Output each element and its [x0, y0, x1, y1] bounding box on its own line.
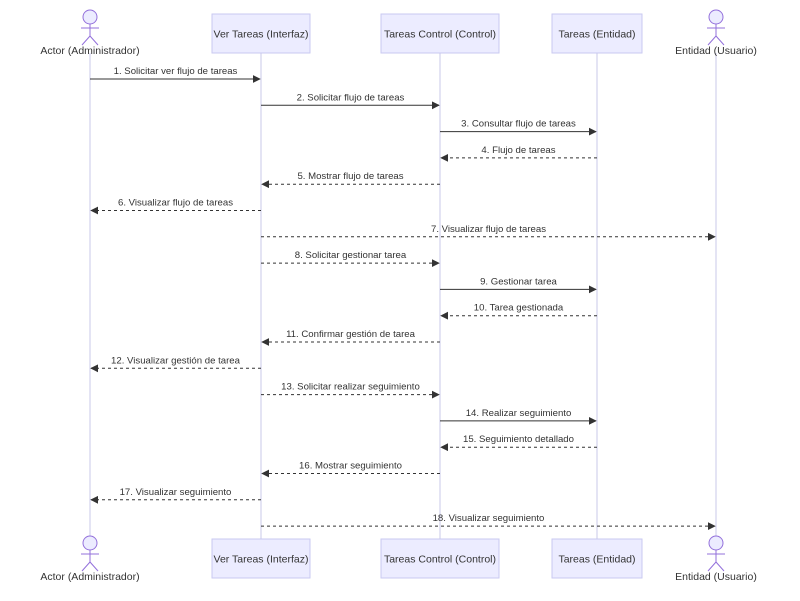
message-label: 3. Consultar flujo de tareas — [461, 119, 576, 130]
participant-ctrl-bottom: Tareas Control (Control) — [380, 538, 500, 579]
message-12: 12. Visualizar gestión de tarea — [90, 355, 261, 373]
actor-user-bottom: Entidad (Usuario) — [675, 535, 757, 583]
participant-box — [380, 538, 500, 579]
participant-box — [380, 13, 500, 54]
message-label: 17. Visualizar seguimiento — [120, 487, 232, 498]
lifelines — [89, 53, 717, 539]
actor-leg-icon — [715, 561, 725, 572]
message-18: 18. Visualizar seguimiento — [261, 513, 716, 531]
participant-box — [211, 13, 311, 54]
message-10: 10. Tarea gestionada — [440, 303, 597, 320]
participant-ui-bottom: Ver Tareas (Interfaz) — [211, 538, 311, 579]
message-5: 5. Mostrar flujo de tareas — [261, 171, 440, 189]
message-7: 7. Visualizar flujo de tareas — [261, 224, 716, 241]
message-6: 6. Visualizar flujo de tareas — [90, 198, 261, 215]
actor-leg-icon — [707, 561, 717, 572]
participant-box — [211, 538, 311, 579]
actor-leg-icon — [81, 35, 91, 46]
actor-leg-icon — [89, 35, 99, 46]
participant-label: Tareas (Entidad) — [558, 29, 635, 41]
message-13: 13. Solicitar realizar seguimiento — [261, 382, 440, 399]
participant-ui-top: Ver Tareas (Interfaz) — [211, 13, 311, 54]
participant-box — [551, 13, 643, 54]
message-label: 14. Realizar seguimiento — [466, 408, 572, 419]
participant-label: Entidad (Usuario) — [675, 571, 757, 583]
participant-label: Entidad (Usuario) — [675, 45, 757, 57]
participant-ent-top: Tareas (Entidad) — [551, 13, 643, 54]
messages: 1. Solicitar ver flujo de tareas 2. Solic… — [90, 66, 716, 531]
actor-leg-icon — [81, 561, 91, 572]
message-8: 8. Solicitar gestionar tarea — [261, 250, 440, 268]
message-label: 4. Flujo de tareas — [481, 145, 555, 156]
message-label: 15. Seguimiento detallado — [463, 434, 574, 445]
participant-label: Actor (Administrador) — [40, 571, 139, 583]
actor-leg-icon — [715, 35, 725, 46]
message-label: 13. Solicitar realizar seguimiento — [281, 382, 420, 393]
actor-user-top: Entidad (Usuario) — [675, 9, 757, 57]
actor-leg-icon — [89, 561, 99, 572]
actor-leg-icon — [707, 35, 717, 46]
message-label: 11. Confirmar gestión de tarea — [286, 329, 416, 340]
message-label: 7. Visualizar flujo de tareas — [431, 224, 546, 235]
message-4: 4. Flujo de tareas — [440, 145, 597, 162]
participants-bottom: Actor (Administrador) Ver Tareas (Interfa… — [40, 535, 757, 583]
message-2: 2. Solicitar flujo de tareas — [261, 92, 440, 110]
participants-top: Actor (Administrador) Ver Tareas (Interfa… — [40, 9, 757, 57]
message-label: 10. Tarea gestionada — [474, 303, 564, 314]
participant-label: Ver Tareas (Interfaz) — [214, 29, 309, 41]
message-14: 14. Realizar seguimiento — [440, 408, 597, 425]
message-label: 5. Mostrar flujo de tareas — [297, 171, 403, 182]
actor-head-icon — [82, 9, 98, 25]
message-label: 12. Visualizar gestión de tarea — [111, 355, 241, 366]
message-label: 8. Solicitar gestionar tarea — [295, 250, 407, 261]
participant-label: Tareas (Entidad) — [558, 554, 635, 566]
actor-head-icon — [708, 535, 724, 551]
participant-label: Ver Tareas (Interfaz) — [214, 554, 309, 566]
participant-box — [551, 538, 643, 579]
message-label: 6. Visualizar flujo de tareas — [118, 198, 233, 209]
message-3: 3. Consultar flujo de tareas — [440, 119, 597, 136]
message-label: 18. Visualizar seguimiento — [433, 513, 545, 524]
message-11: 11. Confirmar gestión de tarea — [261, 329, 440, 346]
message-1: 1. Solicitar ver flujo de tareas — [90, 66, 261, 83]
message-16: 16. Mostrar seguimiento — [261, 461, 440, 478]
message-17: 17. Visualizar seguimiento — [90, 487, 261, 504]
participant-ctrl-top: Tareas Control (Control) — [380, 13, 500, 54]
participant-ent-bottom: Tareas (Entidad) — [551, 538, 643, 579]
message-9: 9. Gestionar tarea — [440, 276, 597, 294]
participant-label: Actor (Administrador) — [40, 45, 139, 57]
message-label: 2. Solicitar flujo de tareas — [297, 92, 405, 103]
message-label: 1. Solicitar ver flujo de tareas — [114, 66, 238, 77]
actor-admin-bottom: Actor (Administrador) — [40, 535, 140, 583]
actor-admin-top: Actor (Administrador) — [40, 9, 140, 57]
participant-label: Tareas Control (Control) — [384, 29, 496, 41]
message-label: 9. Gestionar tarea — [480, 276, 557, 287]
participant-label: Tareas Control (Control) — [384, 554, 496, 566]
message-15: 15. Seguimiento detallado — [440, 434, 597, 452]
actor-head-icon — [82, 535, 98, 551]
actor-head-icon — [708, 9, 724, 25]
message-label: 16. Mostrar seguimiento — [299, 461, 402, 472]
